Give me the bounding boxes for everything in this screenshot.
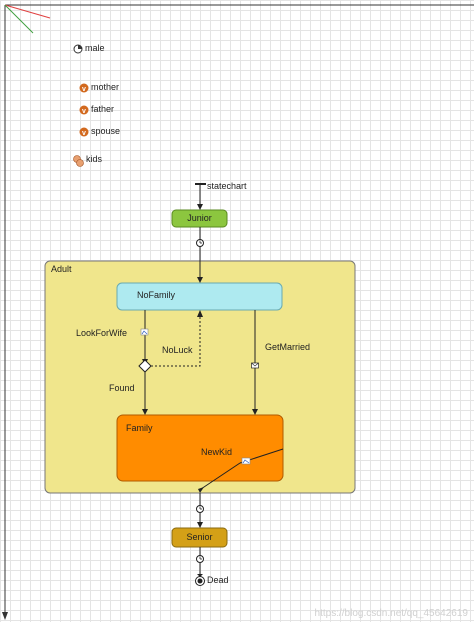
variable-icon: v	[79, 105, 89, 115]
state-adult-label: Adult	[51, 264, 72, 274]
newkid-rate-icon	[241, 457, 251, 465]
timeout-icon-senior	[196, 505, 204, 513]
transition-getmarried-label[interactable]: GetMarried	[265, 342, 311, 352]
origin-marker-red	[4, 4, 51, 19]
state-senior-label: Senior	[186, 532, 213, 542]
arrowhead-to-dead	[197, 574, 203, 577]
timeout-icon-dead	[196, 555, 204, 563]
origin-marker-green	[4, 4, 34, 34]
state-family-label: Family	[126, 423, 153, 433]
transition-noluck-label[interactable]: NoLuck	[162, 345, 193, 355]
state-junior-label: Junior	[187, 213, 212, 223]
transition-adult-to-senior-a[interactable]	[200, 462, 241, 490]
svg-text:v: v	[82, 86, 86, 93]
transition-noluck[interactable]	[151, 316, 201, 367]
svg-text:v: v	[82, 130, 86, 137]
variable-icon: v	[79, 127, 89, 137]
arrowhead-found	[142, 409, 148, 415]
transition-lookforwife-label[interactable]: LookForWife	[76, 328, 128, 338]
final-state-label[interactable]: Dead	[207, 575, 229, 585]
arrowhead-to-senior	[197, 522, 203, 528]
state-nofamily[interactable]	[116, 282, 283, 311]
transition-found-label[interactable]: Found	[109, 383, 135, 393]
statechart-entry-label[interactable]: statechart	[207, 181, 247, 191]
collection-icon	[73, 155, 84, 167]
variable-icon: v	[79, 83, 89, 93]
final-state-dot	[197, 578, 203, 584]
arrowhead-noluck	[197, 310, 203, 317]
variable-father-label[interactable]: father	[91, 104, 115, 114]
variable-mother-label[interactable]: mother	[91, 82, 120, 92]
arrowhead-junior-to-adult	[197, 277, 203, 283]
watermark: https://blog.csdn.net/qq_45642619	[314, 608, 468, 619]
entry-arrowhead	[197, 204, 203, 210]
parameter-icon	[73, 44, 83, 54]
timeout-icon	[196, 239, 204, 247]
state-nofamily-label: NoFamily	[137, 290, 176, 300]
svg-text:v: v	[82, 108, 86, 115]
arrowhead-exit-adult	[198, 487, 204, 493]
rate-icon	[140, 328, 149, 336]
arrowhead-getmarried	[252, 409, 258, 415]
transition-newkid-label[interactable]: NewKid	[201, 447, 233, 457]
state-family[interactable]	[116, 414, 284, 482]
variable-male-label[interactable]: male	[85, 43, 105, 53]
message-icon	[251, 362, 259, 369]
axis-arrow-down	[2, 612, 8, 620]
variable-kids-label[interactable]: kids	[86, 154, 103, 164]
variable-spouse-label[interactable]: spouse	[91, 126, 121, 136]
